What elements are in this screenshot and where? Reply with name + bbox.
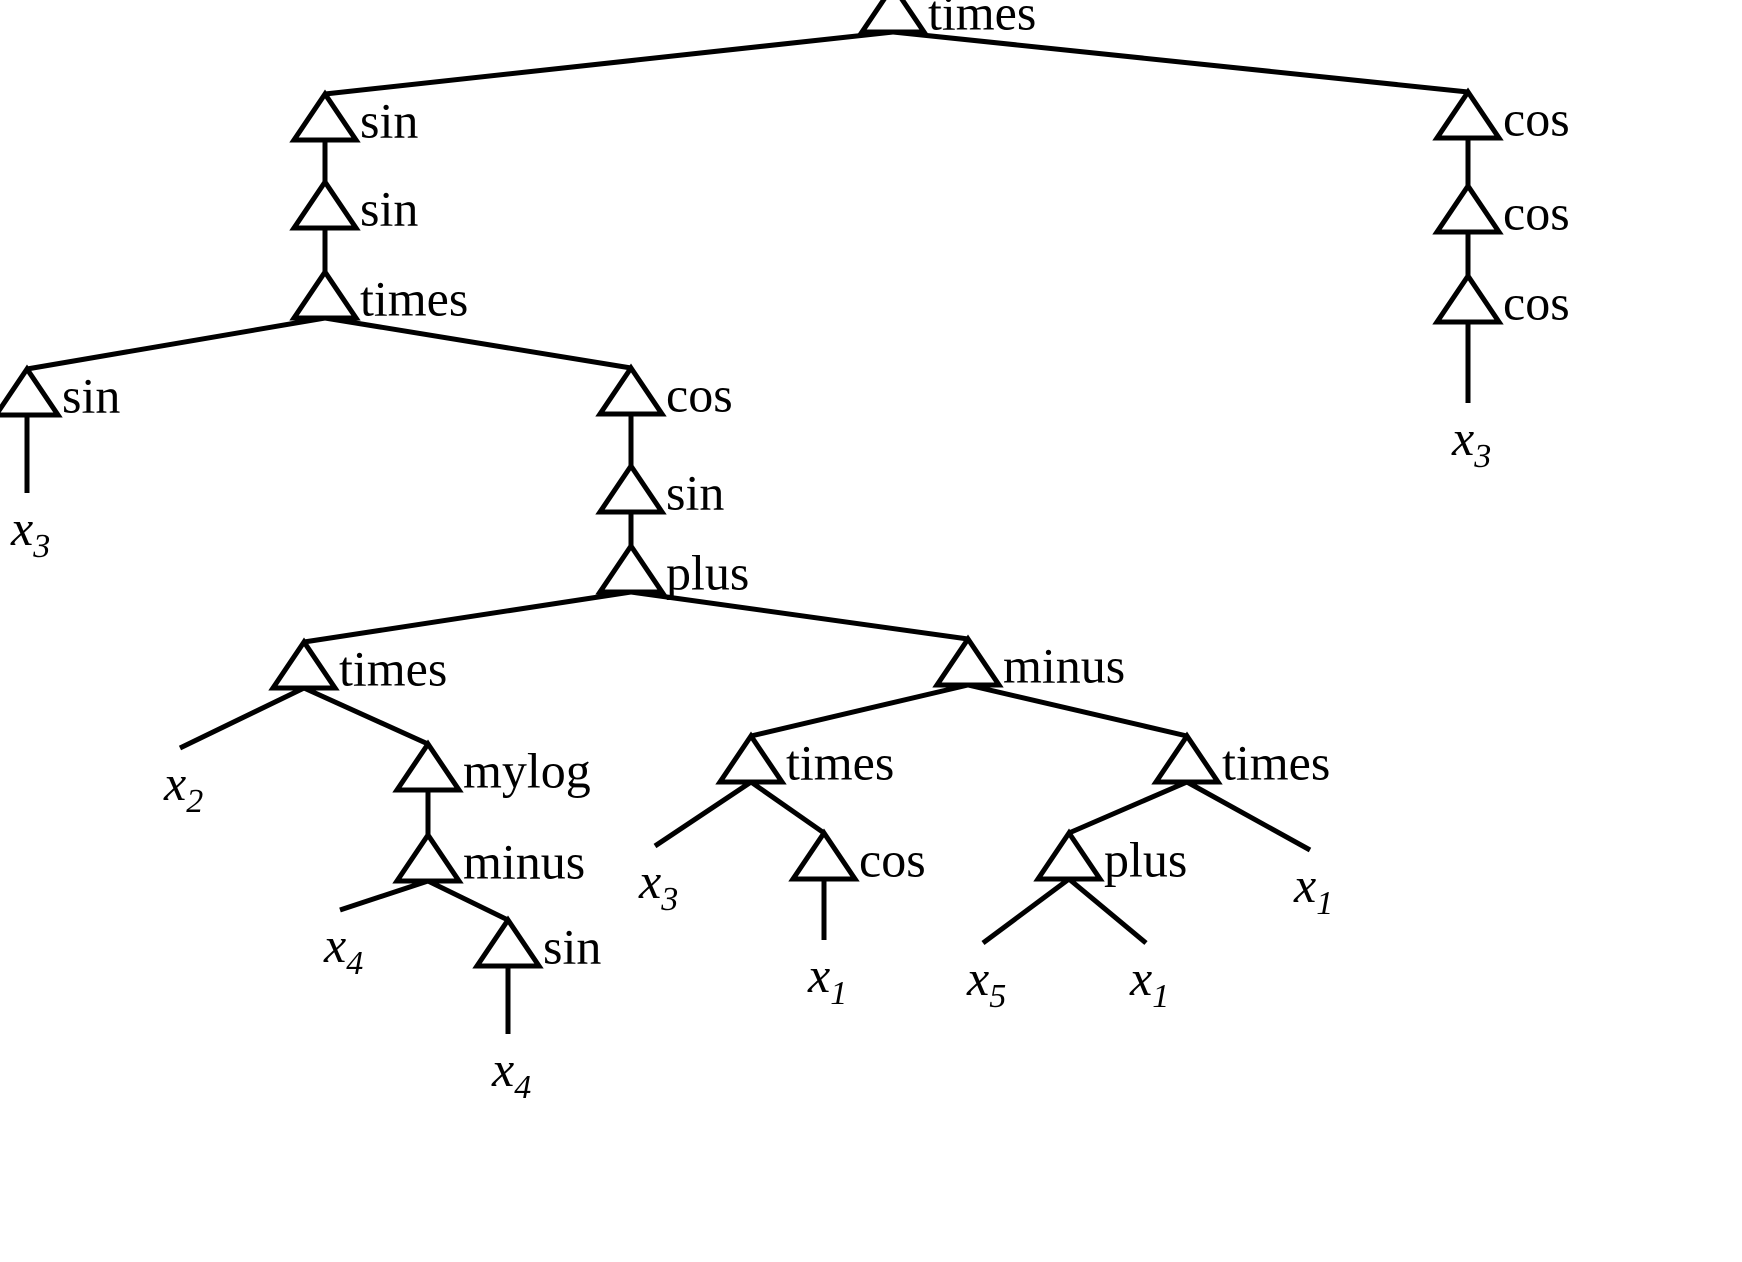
tree-edge bbox=[630, 589, 969, 642]
node-label: plus bbox=[666, 544, 749, 600]
triangle-node-icon bbox=[289, 267, 361, 321]
tree-edge bbox=[1068, 779, 1188, 836]
triangle-node-icon bbox=[392, 739, 464, 793]
triangle-node-icon bbox=[715, 731, 787, 785]
triangle-node-icon bbox=[595, 461, 667, 515]
node-label: sin bbox=[360, 180, 418, 236]
leaf-label: x3 bbox=[638, 853, 678, 918]
tree-edge bbox=[653, 779, 753, 849]
leaf-label: x1 bbox=[807, 947, 847, 1012]
node-label: sin bbox=[62, 367, 120, 423]
triangle-node-icon bbox=[595, 541, 667, 595]
leaf-label: x5 bbox=[966, 950, 1006, 1015]
leaf-label: x3 bbox=[10, 500, 50, 565]
tree-edge bbox=[26, 315, 326, 372]
leaf-label: x4 bbox=[491, 1041, 531, 1106]
node-label: sin bbox=[666, 464, 724, 520]
node-label: times bbox=[360, 270, 468, 326]
triangle-node-icon bbox=[392, 830, 464, 884]
tree-edge bbox=[324, 29, 894, 97]
tree-edge bbox=[750, 682, 969, 739]
tree-edge bbox=[981, 876, 1071, 946]
node-label: cos bbox=[1503, 184, 1570, 240]
leaf-label: x4 bbox=[323, 917, 363, 982]
triangle-node-icon bbox=[0, 364, 63, 418]
node-label: cos bbox=[1503, 274, 1570, 330]
triangle-node-icon bbox=[1151, 731, 1223, 785]
triangle-node-icon bbox=[289, 89, 361, 143]
node-label: cos bbox=[859, 831, 926, 887]
triangle-node-icon bbox=[1432, 87, 1504, 141]
tree-edge bbox=[967, 682, 1188, 739]
node-label: minus bbox=[463, 833, 585, 889]
triangle-node-icon bbox=[932, 634, 1004, 688]
node-label: cos bbox=[1503, 90, 1570, 146]
tree-edge bbox=[303, 589, 632, 645]
leaf-label: x1 bbox=[1293, 857, 1333, 922]
leaf-label: x3 bbox=[1451, 410, 1491, 475]
node-label: times bbox=[339, 640, 447, 696]
triangle-node-icon bbox=[472, 915, 544, 969]
tree-edge bbox=[892, 29, 1469, 95]
triangle-node-icon bbox=[595, 363, 667, 417]
tree-edge bbox=[426, 878, 510, 923]
triangle-node-icon bbox=[1432, 181, 1504, 235]
tree-edge bbox=[339, 878, 429, 913]
tree-edge bbox=[1185, 779, 1312, 853]
node-label: times bbox=[786, 734, 894, 790]
node-label: plus bbox=[1104, 831, 1187, 887]
node-label: times bbox=[1222, 734, 1330, 790]
tree-edge bbox=[302, 685, 430, 747]
edges-layer bbox=[24, 29, 1471, 1034]
tree-edge bbox=[749, 779, 826, 836]
tree-edge bbox=[324, 315, 632, 371]
node-label: sin bbox=[543, 918, 601, 974]
triangle-node-icon bbox=[1432, 271, 1504, 325]
node-label: minus bbox=[1003, 637, 1125, 693]
triangle-node-icon bbox=[268, 637, 340, 691]
tree-edge bbox=[178, 685, 306, 751]
nodes-layer bbox=[0, 0, 1504, 969]
triangle-node-icon bbox=[289, 177, 361, 231]
triangle-node-icon bbox=[788, 828, 860, 882]
node-label: cos bbox=[666, 366, 733, 422]
triangle-node-icon bbox=[1033, 828, 1105, 882]
labels-layer: times sin sin times sin x3 cos sin plus times x2 my… bbox=[10, 0, 1570, 1106]
leaf-label: x1 bbox=[1129, 950, 1169, 1015]
node-label: times bbox=[928, 0, 1036, 40]
triangle-node-icon bbox=[857, 0, 929, 35]
node-label: mylog bbox=[463, 742, 591, 798]
node-label: sin bbox=[360, 92, 418, 148]
tree-edge bbox=[1067, 877, 1148, 945]
leaf-label: x2 bbox=[163, 755, 203, 820]
